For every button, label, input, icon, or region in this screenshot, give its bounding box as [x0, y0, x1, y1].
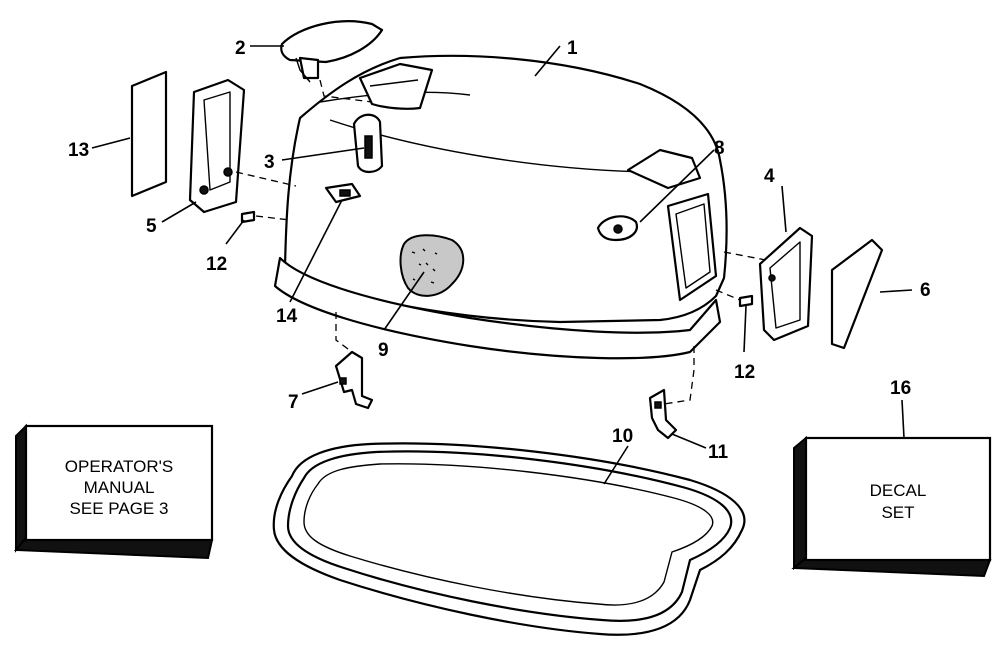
- callout-11: 11: [708, 442, 729, 463]
- screw-part-12-left: [240, 210, 256, 224]
- callout-10: 10: [612, 426, 633, 447]
- callout-12-right: 12: [734, 362, 755, 383]
- latch-part-3: [352, 113, 384, 174]
- callout-5: 5: [146, 216, 157, 237]
- manual-line-2: MANUAL: [84, 478, 155, 497]
- decal-line-1: DECAL: [870, 481, 927, 500]
- callout-12-left: 12: [206, 254, 227, 275]
- assembly-lines: [235, 171, 767, 405]
- foam-pad-part-9: [399, 234, 465, 297]
- panel-part-4: [758, 226, 814, 342]
- bracket-part-11: [648, 388, 678, 440]
- gasket-part-6: [830, 238, 884, 350]
- callout-numbers: 1 2 3 4 5 6 7 8 9 10 11 12 12 13 14 16: [68, 38, 931, 463]
- callout-16: 16: [890, 378, 911, 399]
- callout-13: 13: [68, 140, 89, 161]
- clip-part-14: [324, 182, 362, 204]
- callout-6: 6: [920, 280, 931, 301]
- bracket-part-8: [596, 215, 638, 242]
- callout-7: 7: [288, 392, 299, 413]
- bracket-part-7: [334, 350, 374, 410]
- screw-part-12-right: [738, 294, 754, 308]
- panel-part-5: [188, 78, 246, 214]
- callout-4: 4: [764, 166, 775, 187]
- decal-line-2: SET: [881, 503, 914, 522]
- callout-3: 3: [264, 152, 275, 173]
- motor-cover: [273, 54, 728, 360]
- cap-part-2: [280, 20, 384, 103]
- callout-2: 2: [235, 38, 246, 59]
- manual-line-3: SEE PAGE 3: [70, 499, 169, 518]
- decal-set-box: DECAL SET: [791, 435, 992, 578]
- callout-9: 9: [378, 340, 389, 361]
- seal-ring-part-10: [272, 442, 746, 636]
- callout-14: 14: [276, 306, 298, 327]
- callout-1: 1: [567, 38, 578, 59]
- leader-lines: [91, 45, 913, 485]
- manual-line-1: OPERATOR'S: [65, 457, 173, 476]
- callout-8: 8: [714, 138, 725, 159]
- operators-manual-box: OPERATOR'S MANUAL SEE PAGE 3: [13, 423, 214, 560]
- gasket-part-13: [130, 70, 168, 198]
